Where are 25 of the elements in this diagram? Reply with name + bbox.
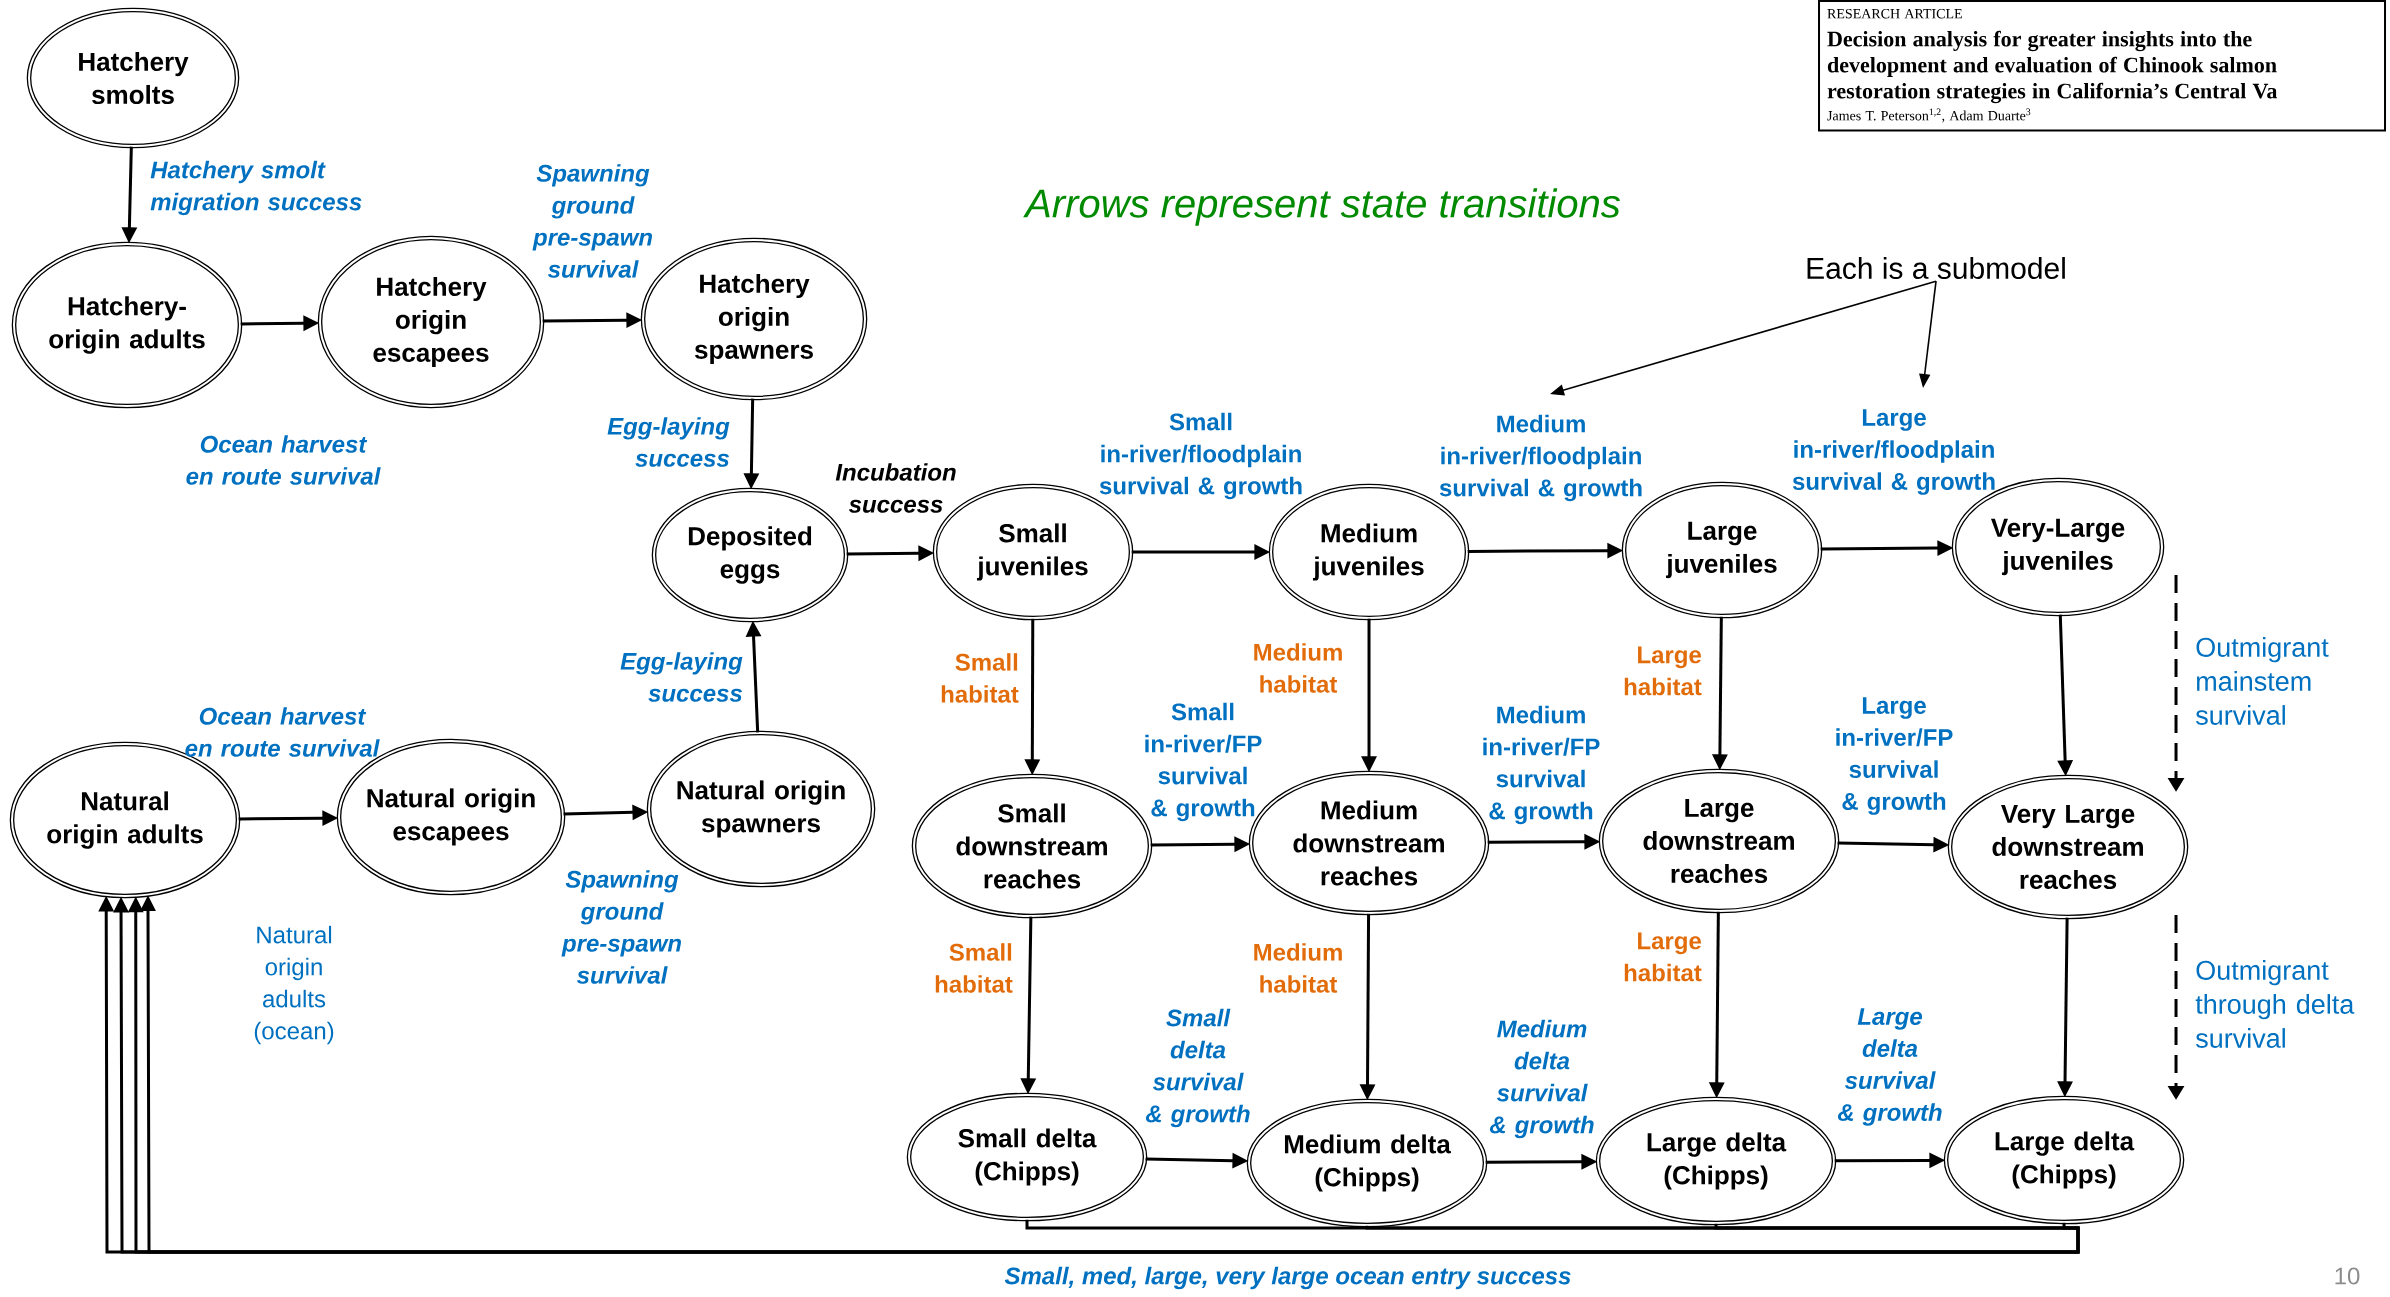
page-number: 10	[2335, 1267, 2360, 1285]
edge-label: Small habitat	[941, 653, 1019, 703]
edge-label: Medium habitat	[1254, 643, 1342, 693]
edge-label: Medium habitat	[1254, 943, 1342, 993]
caption-text: Arrows represent state transitions	[1023, 188, 1620, 226]
side-note: Natural origin adults (ocean)	[254, 925, 334, 1045]
edge-label: Large delta survival & growth	[1837, 1008, 1942, 1126]
edge-label: Large habitat	[1624, 646, 1702, 696]
edge-label: Ocean harvest en route survival	[186, 435, 381, 485]
article-header-box: RESEARCH ARTICLE Decision analysis for greater insights into the development and evaluation of Chinook salmon restoration strategies in California’s Central Va James T. Peterson$^{1,2}$, Adam Duarte$^{3}$	[1818, 0, 2386, 132]
note-text: Each is a submodel	[1807, 257, 2065, 279]
edge-label: Large in-river/floodplain survival & growth	[1792, 409, 1995, 495]
edge-label: Egg-laying success	[620, 652, 743, 702]
edge-label: Small in-river/floodplain survival & growth	[1099, 412, 1302, 500]
edge-label: Ocean harvest en route survival	[185, 707, 380, 757]
edge-label: Medium in-river/floodplain survival & growth	[1439, 414, 1642, 502]
edge-label: Small, med, large, very large ocean entry success	[1004, 1266, 1571, 1290]
edge-label: Large habitat	[1624, 932, 1702, 982]
edge-label: Hatchery smolt migration success	[150, 160, 362, 216]
side-note: Outmigrant through delta survival	[2195, 960, 2355, 1048]
edge-label: Medium delta survival & growth	[1489, 1019, 1594, 1139]
edge-label: Spawning ground pre-spawn survival	[561, 870, 681, 984]
side-note: Outmigrant mainstem survival	[2195, 637, 2329, 725]
edge-label: Egg-laying success	[607, 417, 730, 467]
edge-label: Small habitat	[935, 943, 1013, 993]
